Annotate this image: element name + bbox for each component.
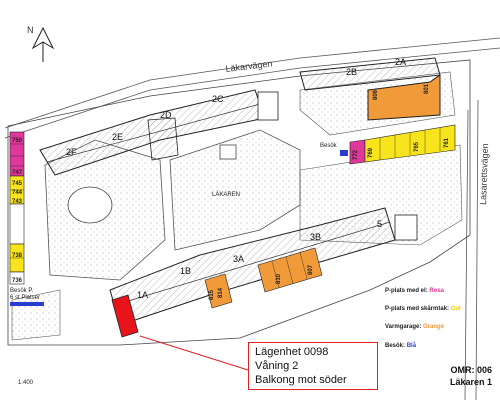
courtyard-kiosk (219, 144, 237, 160)
parking-spot-743: 743 (12, 199, 23, 205)
legend-value-bla: Blå (406, 343, 417, 349)
parking-spot-736: 736 (12, 278, 23, 284)
road-label-north: Läkarvägen (225, 58, 273, 74)
legend-item-el: P-plats med el: Rosa (385, 288, 445, 294)
building-5-label: 5 (377, 219, 382, 229)
north-label: N (27, 25, 34, 35)
parking-spot-738: 738 (12, 253, 23, 259)
building-2f-label: 2F (66, 147, 77, 157)
building-3a-label: 3A (233, 254, 244, 264)
building-south-row (109, 207, 418, 326)
legend-value-gul: Gul (450, 306, 461, 312)
callout-apartment: Lägenhet 0098 (255, 346, 329, 358)
road-edge (4, 47, 500, 139)
callout-floor: Våning 2 (255, 360, 299, 372)
visitor-parking-line1: Besök P. (10, 288, 34, 294)
parking-spot-747: 747 (12, 170, 23, 176)
legend-item-skarmtak: P-plats med skärmtak: Gul (385, 306, 461, 312)
building-2ab (299, 57, 441, 121)
area-code: OMR: 006 (450, 365, 492, 375)
parking-column-west (9, 131, 25, 285)
visitor-parking-line2: 6 st Platser (10, 295, 40, 301)
building-3b-label: 3B (310, 232, 321, 242)
visitor-parking-bar (10, 302, 44, 306)
legend-item-besok: Besök: Blå (385, 343, 417, 349)
callout-leader (139, 335, 249, 371)
building-wing (147, 117, 179, 161)
legend-value-rosa: Rosa (429, 288, 445, 294)
building-2a-label: 2A (395, 57, 406, 67)
apartment-callout: Lägenhet 0098 Våning 2 Balkong mot söder (248, 342, 378, 390)
visitor-label: Besök (320, 143, 338, 149)
road-edge (475, 99, 479, 400)
legend-item-varmgarage: Varmgarage: Orange (385, 324, 445, 330)
parking-spot-815: 815 (209, 289, 215, 300)
parking-spot-814: 814 (218, 287, 224, 298)
callout-balcony: Balkong mot söder (255, 374, 347, 386)
parking-spot-761: 761 (444, 137, 450, 148)
north-arrow-icon (31, 26, 55, 62)
parking-spot-769: 769 (368, 147, 374, 158)
scale-label: 1:400 (18, 380, 34, 386)
parking-spot-top: 750 (12, 138, 23, 144)
parking-spot-744: 744 (12, 190, 23, 196)
area-name: Läkaren 1 (449, 377, 492, 387)
garages-south (204, 247, 323, 309)
parking-spot-801: 801 (424, 83, 430, 94)
road-label-east: Lasarettsvägen (478, 143, 490, 205)
parking-spot-810: 810 (276, 273, 282, 284)
road-edge (4, 37, 500, 129)
road-edge (464, 109, 469, 400)
parking-spot-745: 745 (12, 181, 23, 187)
parking-spot-806: 806 (373, 89, 379, 100)
building-1b-label: 1B (180, 266, 191, 276)
building-2e-label: 2E (112, 132, 123, 142)
apartment-0098[interactable] (111, 294, 139, 338)
parking-spot-807: 807 (308, 264, 314, 275)
parking-visitor (340, 150, 348, 156)
building-1a-label: 1A (137, 290, 148, 300)
area-info: OMR: 006 Läkaren 1 (440, 364, 492, 388)
parking-spot-772: 772 (353, 149, 359, 160)
parking-row-east (340, 124, 456, 165)
parking-spot-765: 765 (414, 141, 420, 152)
courtyard-label: LÄKAREN (212, 191, 240, 198)
building-2b-label: 2B (346, 67, 357, 77)
site-boundary (7, 59, 471, 346)
courtyard-pond (67, 186, 113, 224)
building-2d-label: 2D (160, 110, 172, 120)
building-2c-label: 2C (212, 94, 224, 104)
legend-value-orange: Orange (423, 324, 445, 330)
